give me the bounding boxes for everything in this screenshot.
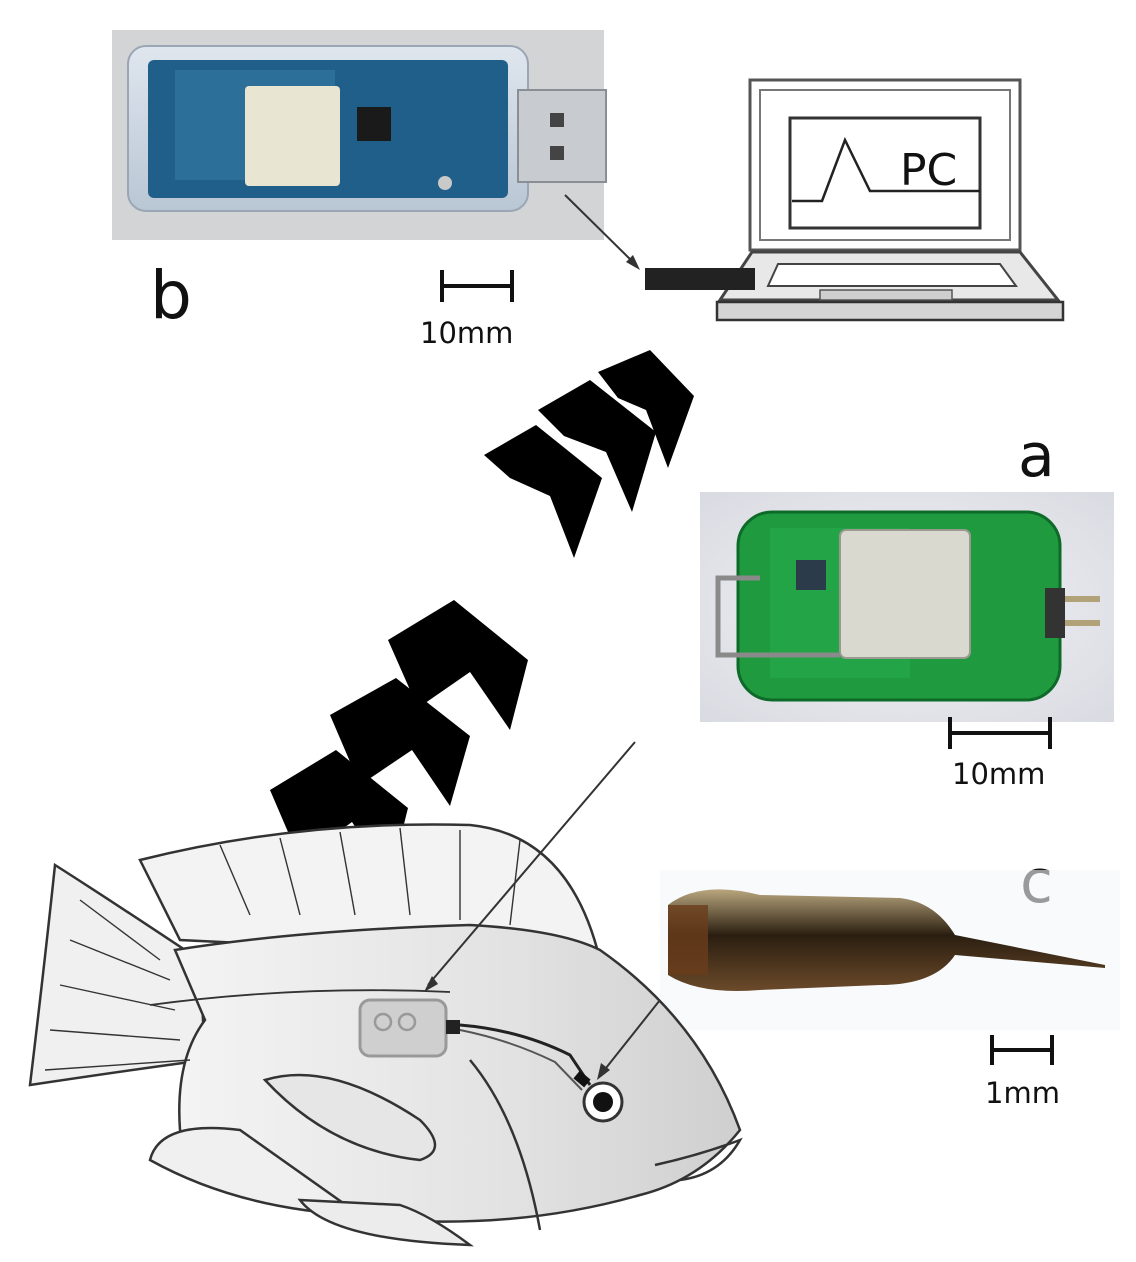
scale-bar-c bbox=[990, 1035, 1054, 1065]
fish-illustration bbox=[28, 823, 743, 1247]
tail-fin bbox=[28, 862, 207, 1087]
chevron bbox=[598, 350, 694, 468]
pointer-arrow-electrode bbox=[601, 999, 661, 1074]
scale-bar-b bbox=[440, 270, 514, 302]
scale-label-b: 10mm bbox=[420, 316, 513, 350]
scale-bar-a bbox=[948, 717, 1052, 749]
laptop-pc: PC bbox=[645, 78, 1065, 322]
usb-to-pc-arrow bbox=[564, 194, 637, 266]
scale-label-c: 1mm bbox=[985, 1076, 1060, 1110]
electrode-photo bbox=[660, 870, 1120, 1030]
chevron bbox=[330, 678, 470, 806]
wireless-signal-chevrons bbox=[270, 350, 694, 880]
transmitter-photo bbox=[700, 492, 1114, 722]
chevron bbox=[538, 380, 656, 512]
pointer-arrow-transmitter bbox=[427, 741, 636, 986]
scale-label-a: 10mm bbox=[952, 757, 1045, 791]
chevron bbox=[484, 425, 602, 558]
chevron bbox=[388, 600, 528, 730]
pectoral-fin bbox=[262, 1073, 437, 1162]
implanted-transmitter bbox=[358, 998, 592, 1091]
pelvic-fin bbox=[297, 1198, 474, 1247]
pc-label: PC bbox=[900, 145, 957, 196]
signal-trace bbox=[792, 136, 980, 203]
panel-b-label: b bbox=[150, 257, 192, 334]
usb-receiver-photo bbox=[112, 30, 607, 240]
panel-a-label: a bbox=[1018, 421, 1055, 491]
